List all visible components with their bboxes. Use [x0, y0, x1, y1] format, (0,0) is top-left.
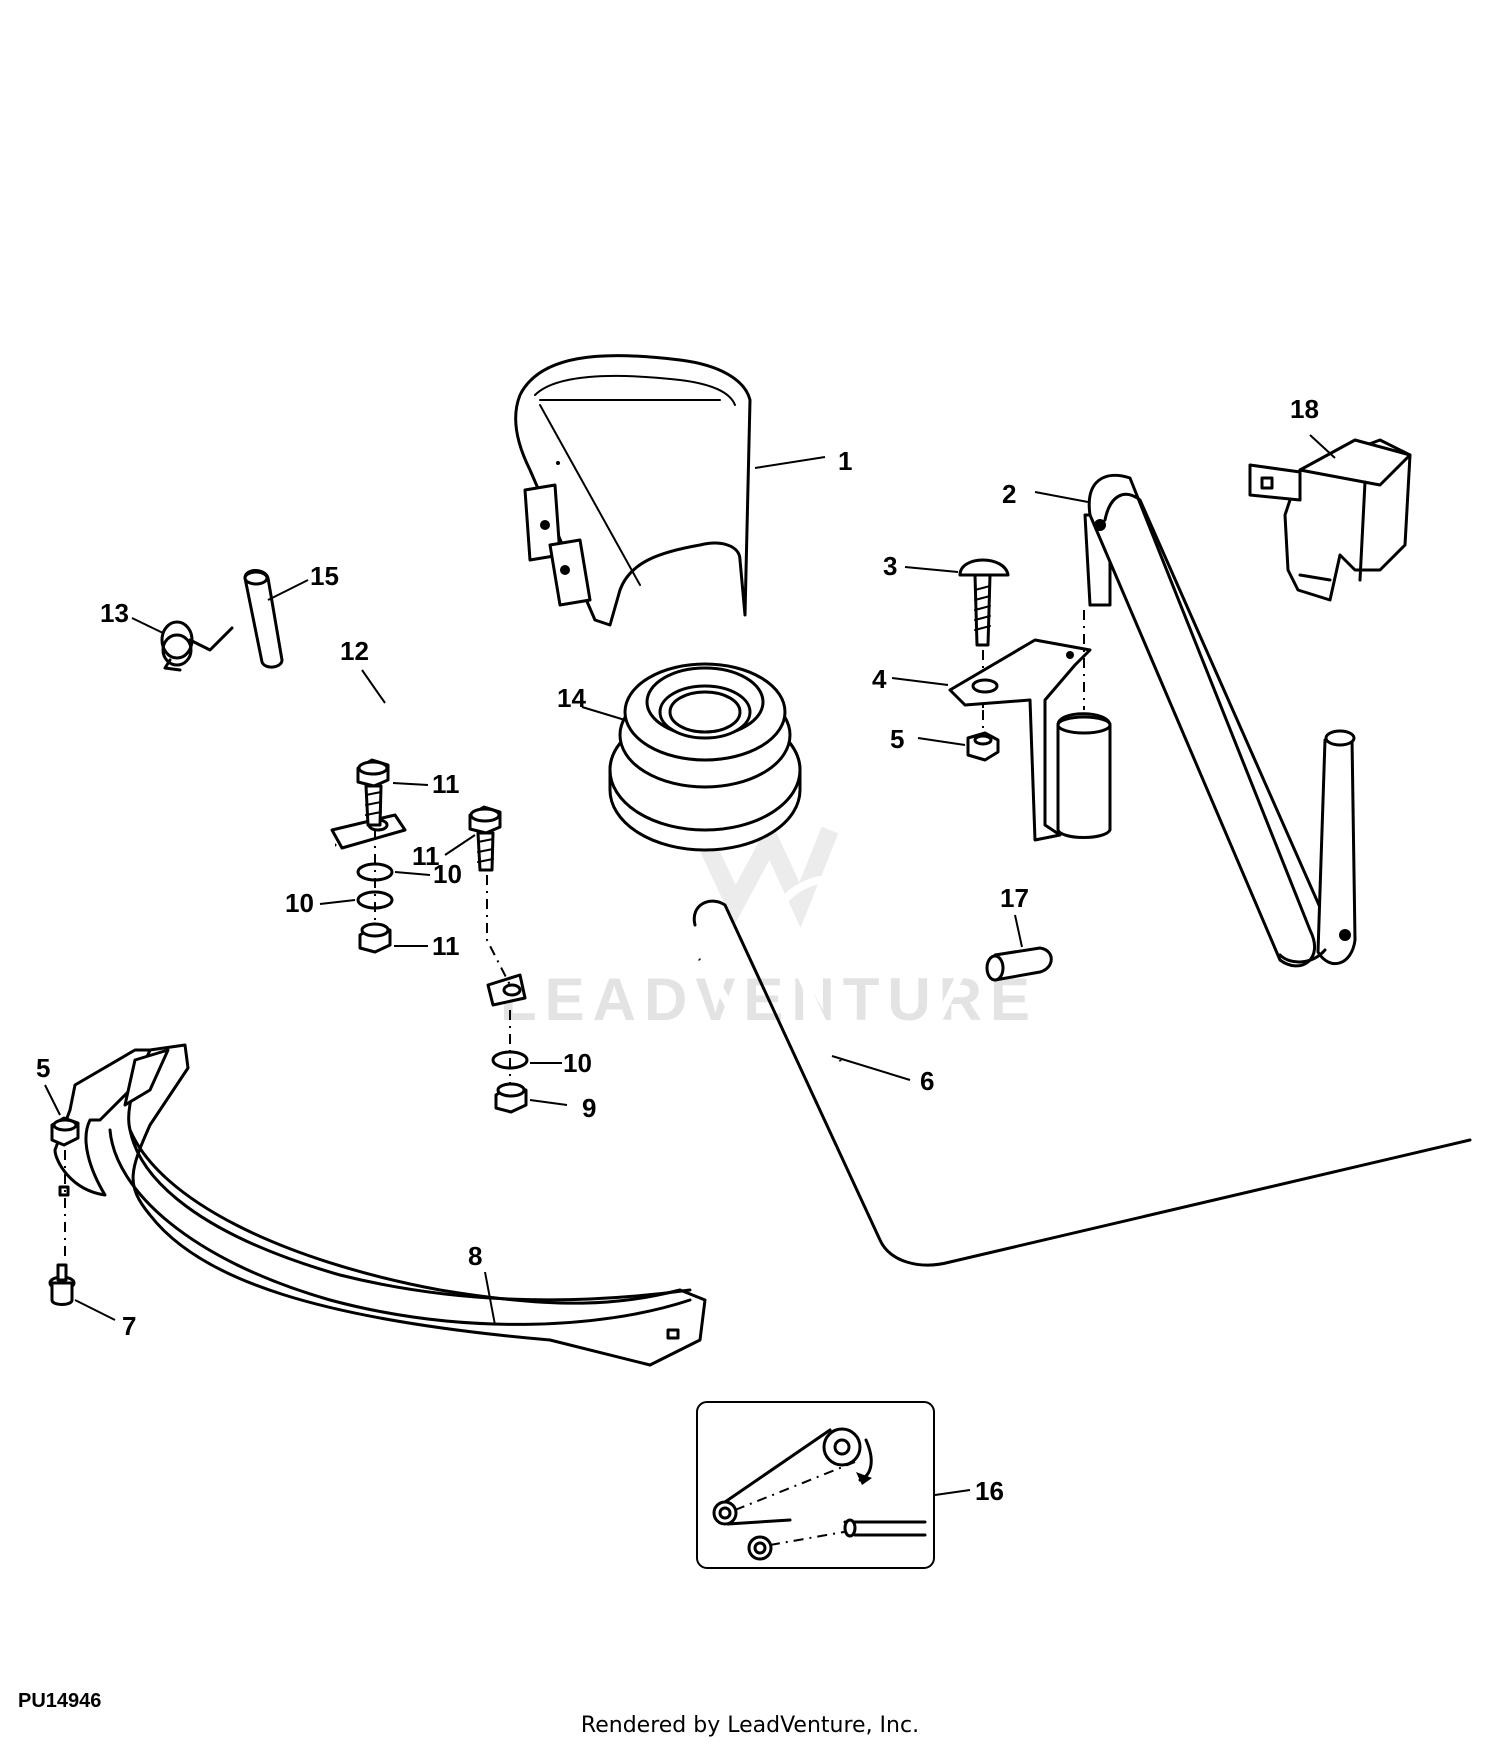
part-2-idler-arm[interactable] — [1083, 473, 1357, 968]
part-5-hex-nut[interactable] — [966, 731, 1000, 762]
callout-5-right: 5 — [890, 724, 904, 754]
callout-12: 12 — [340, 636, 369, 666]
part-16-routing-inset[interactable] — [696, 1401, 935, 1569]
callout-16: 16 — [975, 1476, 1004, 1506]
callout-7: 7 — [122, 1311, 136, 1341]
part-15-pin[interactable] — [243, 569, 284, 669]
callout-11-middle: 11 — [412, 841, 440, 871]
part-13-spring[interactable] — [160, 620, 234, 672]
document-id: PU14946 — [18, 1690, 102, 1712]
callout-5-left: 5 — [36, 1053, 50, 1083]
part-18-cover[interactable] — [1248, 438, 1412, 602]
part-6-belt[interactable] — [692, 876, 1475, 1329]
part-17-pin[interactable] — [985, 946, 1053, 982]
part-11-flange-bolt[interactable] — [356, 758, 390, 827]
part-7-bolt[interactable] — [48, 1263, 76, 1306]
callout-1: 1 — [838, 446, 852, 476]
callout-18: 18 — [1290, 394, 1319, 424]
part-5-hex-nut[interactable] — [50, 1116, 80, 1147]
callout-2: 2 — [1002, 479, 1016, 509]
part-11-flange-nut[interactable] — [358, 922, 392, 954]
callout-11-lower: 11 — [432, 931, 460, 961]
callout-10-upper: 10 — [433, 859, 462, 889]
part-4-bracket[interactable] — [948, 638, 1112, 842]
callout-3: 3 — [883, 551, 897, 581]
callout-6: 6 — [920, 1066, 934, 1096]
callout-4: 4 — [872, 664, 887, 694]
part-8-belt-guide[interactable] — [53, 1043, 707, 1367]
callout-17: 17 — [1000, 883, 1029, 913]
callout-13: 13 — [100, 598, 129, 628]
callout-11-upper: 11 — [432, 769, 460, 799]
part-14-pulley[interactable] — [608, 662, 802, 852]
callout-9: 9 — [582, 1093, 596, 1123]
callout-10-lower: 10 — [563, 1048, 592, 1078]
part-9-flange-nut[interactable] — [494, 1082, 528, 1114]
callout-14: 14 — [557, 683, 586, 713]
callout-15: 15 — [310, 561, 339, 591]
footer-credit: Rendered by LeadVenture, Inc. — [580, 1713, 920, 1738]
part-11-flange-bolt[interactable] — [468, 805, 502, 872]
callout-10-left: 10 — [285, 888, 314, 918]
callout-8: 8 — [468, 1241, 482, 1271]
part-12-rod[interactable] — [262, 696, 551, 1007]
part-3-carriage-bolt[interactable] — [958, 558, 1010, 647]
part-1-belt-guard[interactable] — [514, 354, 752, 627]
